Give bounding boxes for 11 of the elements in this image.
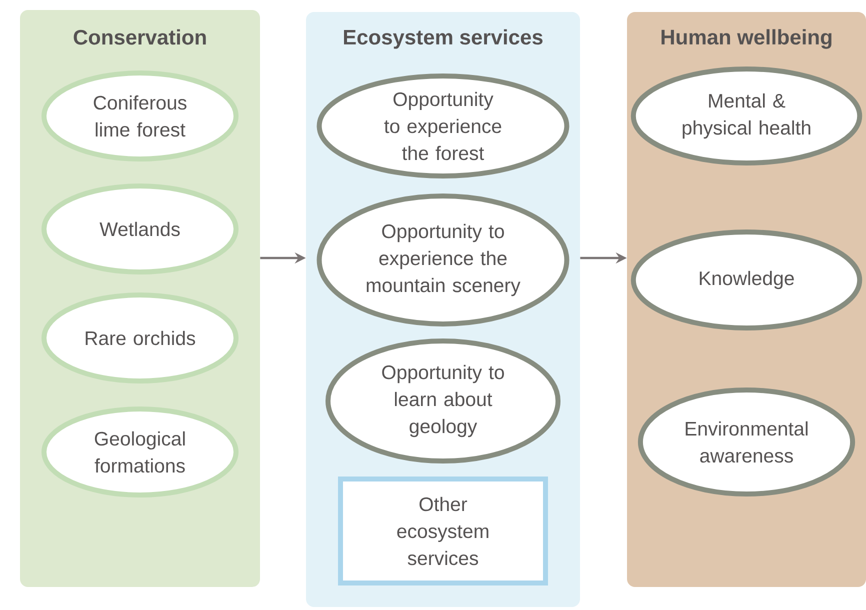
oval: Geological formations: [42, 406, 238, 498]
oval: Opportunity to learn about geology: [326, 338, 560, 464]
oval: Environmental awareness: [638, 388, 856, 496]
oval: Wetlands: [42, 184, 238, 274]
oval: Knowledge: [630, 230, 862, 330]
oval: Coniferous lime forest: [42, 70, 238, 162]
oval: Rare orchids: [42, 292, 238, 384]
oval: Opportunity to experience the forest: [316, 74, 570, 178]
oval: Mental & physical health: [630, 66, 862, 166]
oval: Opportunity to experience the mountain scenery: [316, 194, 570, 326]
rectangle-box: Other ecosystem services: [338, 476, 548, 586]
